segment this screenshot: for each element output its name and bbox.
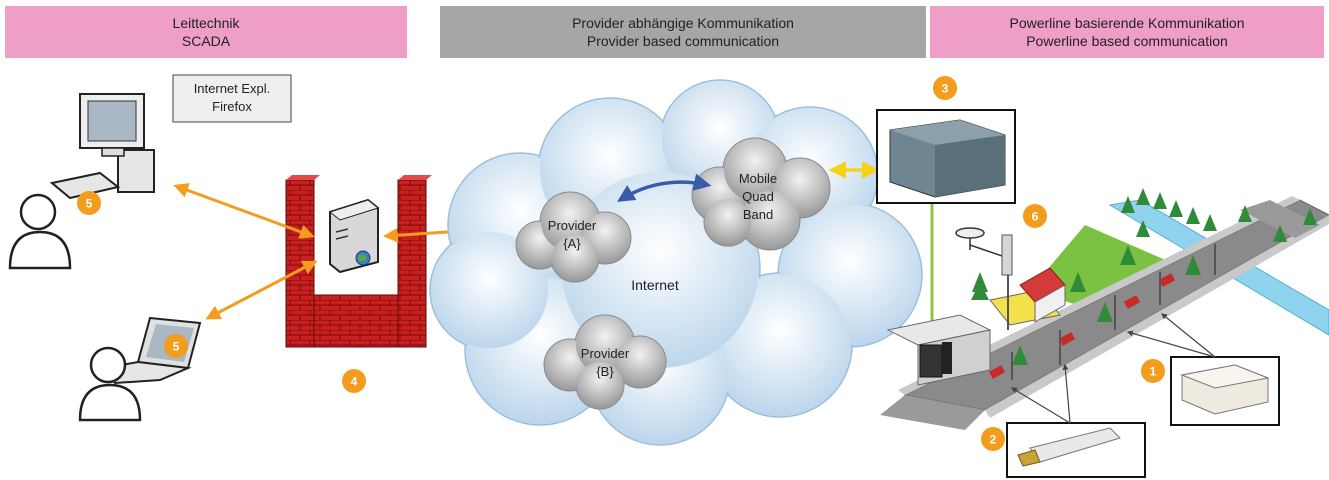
internet-cloud: Internet (429, 79, 923, 446)
provider-b-line2: {B} (596, 364, 614, 379)
header-powerline-line1: Powerline basierende Kommunikation (1009, 15, 1245, 31)
desktop-computer-icon (49, 93, 155, 200)
browser-box-line1: Internet Expl. (194, 81, 271, 96)
badge-6-number: 6 (1032, 210, 1039, 224)
badge-3-number: 3 (942, 82, 949, 96)
badge-4-number: 4 (351, 375, 358, 389)
header-provider: Provider abhängige Kommunikation Provide… (440, 6, 926, 58)
badge-1-number: 1 (1150, 365, 1157, 379)
mobile-line2: Quad (742, 189, 774, 204)
badge-6: 6 (1023, 204, 1047, 228)
badge-2-number: 2 (990, 433, 997, 447)
badge-2: 2 (981, 427, 1005, 451)
gateway-box (876, 109, 1016, 204)
person-icon (8, 193, 72, 270)
provider-a-cloud: Provider {A} (515, 191, 632, 283)
person-icon (78, 346, 142, 422)
provider-a-line2: {A} (563, 236, 581, 251)
pointer-sensor-1 (1062, 363, 1071, 424)
street-scene (880, 188, 1329, 430)
badge-1: 1 (1141, 359, 1165, 383)
internet-label: Internet (631, 277, 679, 293)
header-provider-line2: Provider based communication (586, 33, 780, 49)
header-provider-line1: Provider abhängige Kommunikation (572, 15, 794, 31)
provider-b-line1: Provider (581, 346, 630, 361)
header-scada-line2: SCADA (181, 33, 231, 49)
header-scada-line1: Leittechnik (172, 15, 240, 31)
browser-box-line2: Firefox (212, 99, 252, 114)
header-powerline-line2: Powerline based communication (1026, 33, 1228, 49)
sensor-box (1006, 422, 1146, 478)
badge-5-desktop: 5 (77, 191, 101, 215)
header-scada: Leittechnik SCADA (5, 6, 407, 58)
provider-b-cloud: Provider {B} (543, 314, 667, 410)
badge-3: 3 (933, 76, 957, 100)
badge-5-laptop-number: 5 (173, 340, 180, 354)
header-powerline: Powerline basierende Kommunikation Power… (930, 6, 1324, 58)
server-icon (328, 198, 380, 274)
pointer-sensor-2 (1010, 387, 1071, 424)
arrow-provider-mobile (617, 173, 712, 202)
ballast-box (1170, 356, 1280, 426)
pointer-ballast-1 (1161, 313, 1216, 358)
mobile-line1: Mobile (739, 171, 777, 186)
mobile-line3: Band (743, 207, 773, 222)
badge-5-desktop-number: 5 (86, 197, 93, 211)
browser-box: Internet Expl. Firefox (172, 74, 292, 123)
badge-4: 4 (342, 369, 366, 393)
badge-5-laptop: 5 (164, 334, 188, 358)
pointer-ballast-2 (1126, 330, 1216, 358)
provider-a-line1: Provider (548, 218, 597, 233)
arrow-server-desktop (173, 183, 315, 239)
arrow-server-laptop (205, 260, 318, 320)
